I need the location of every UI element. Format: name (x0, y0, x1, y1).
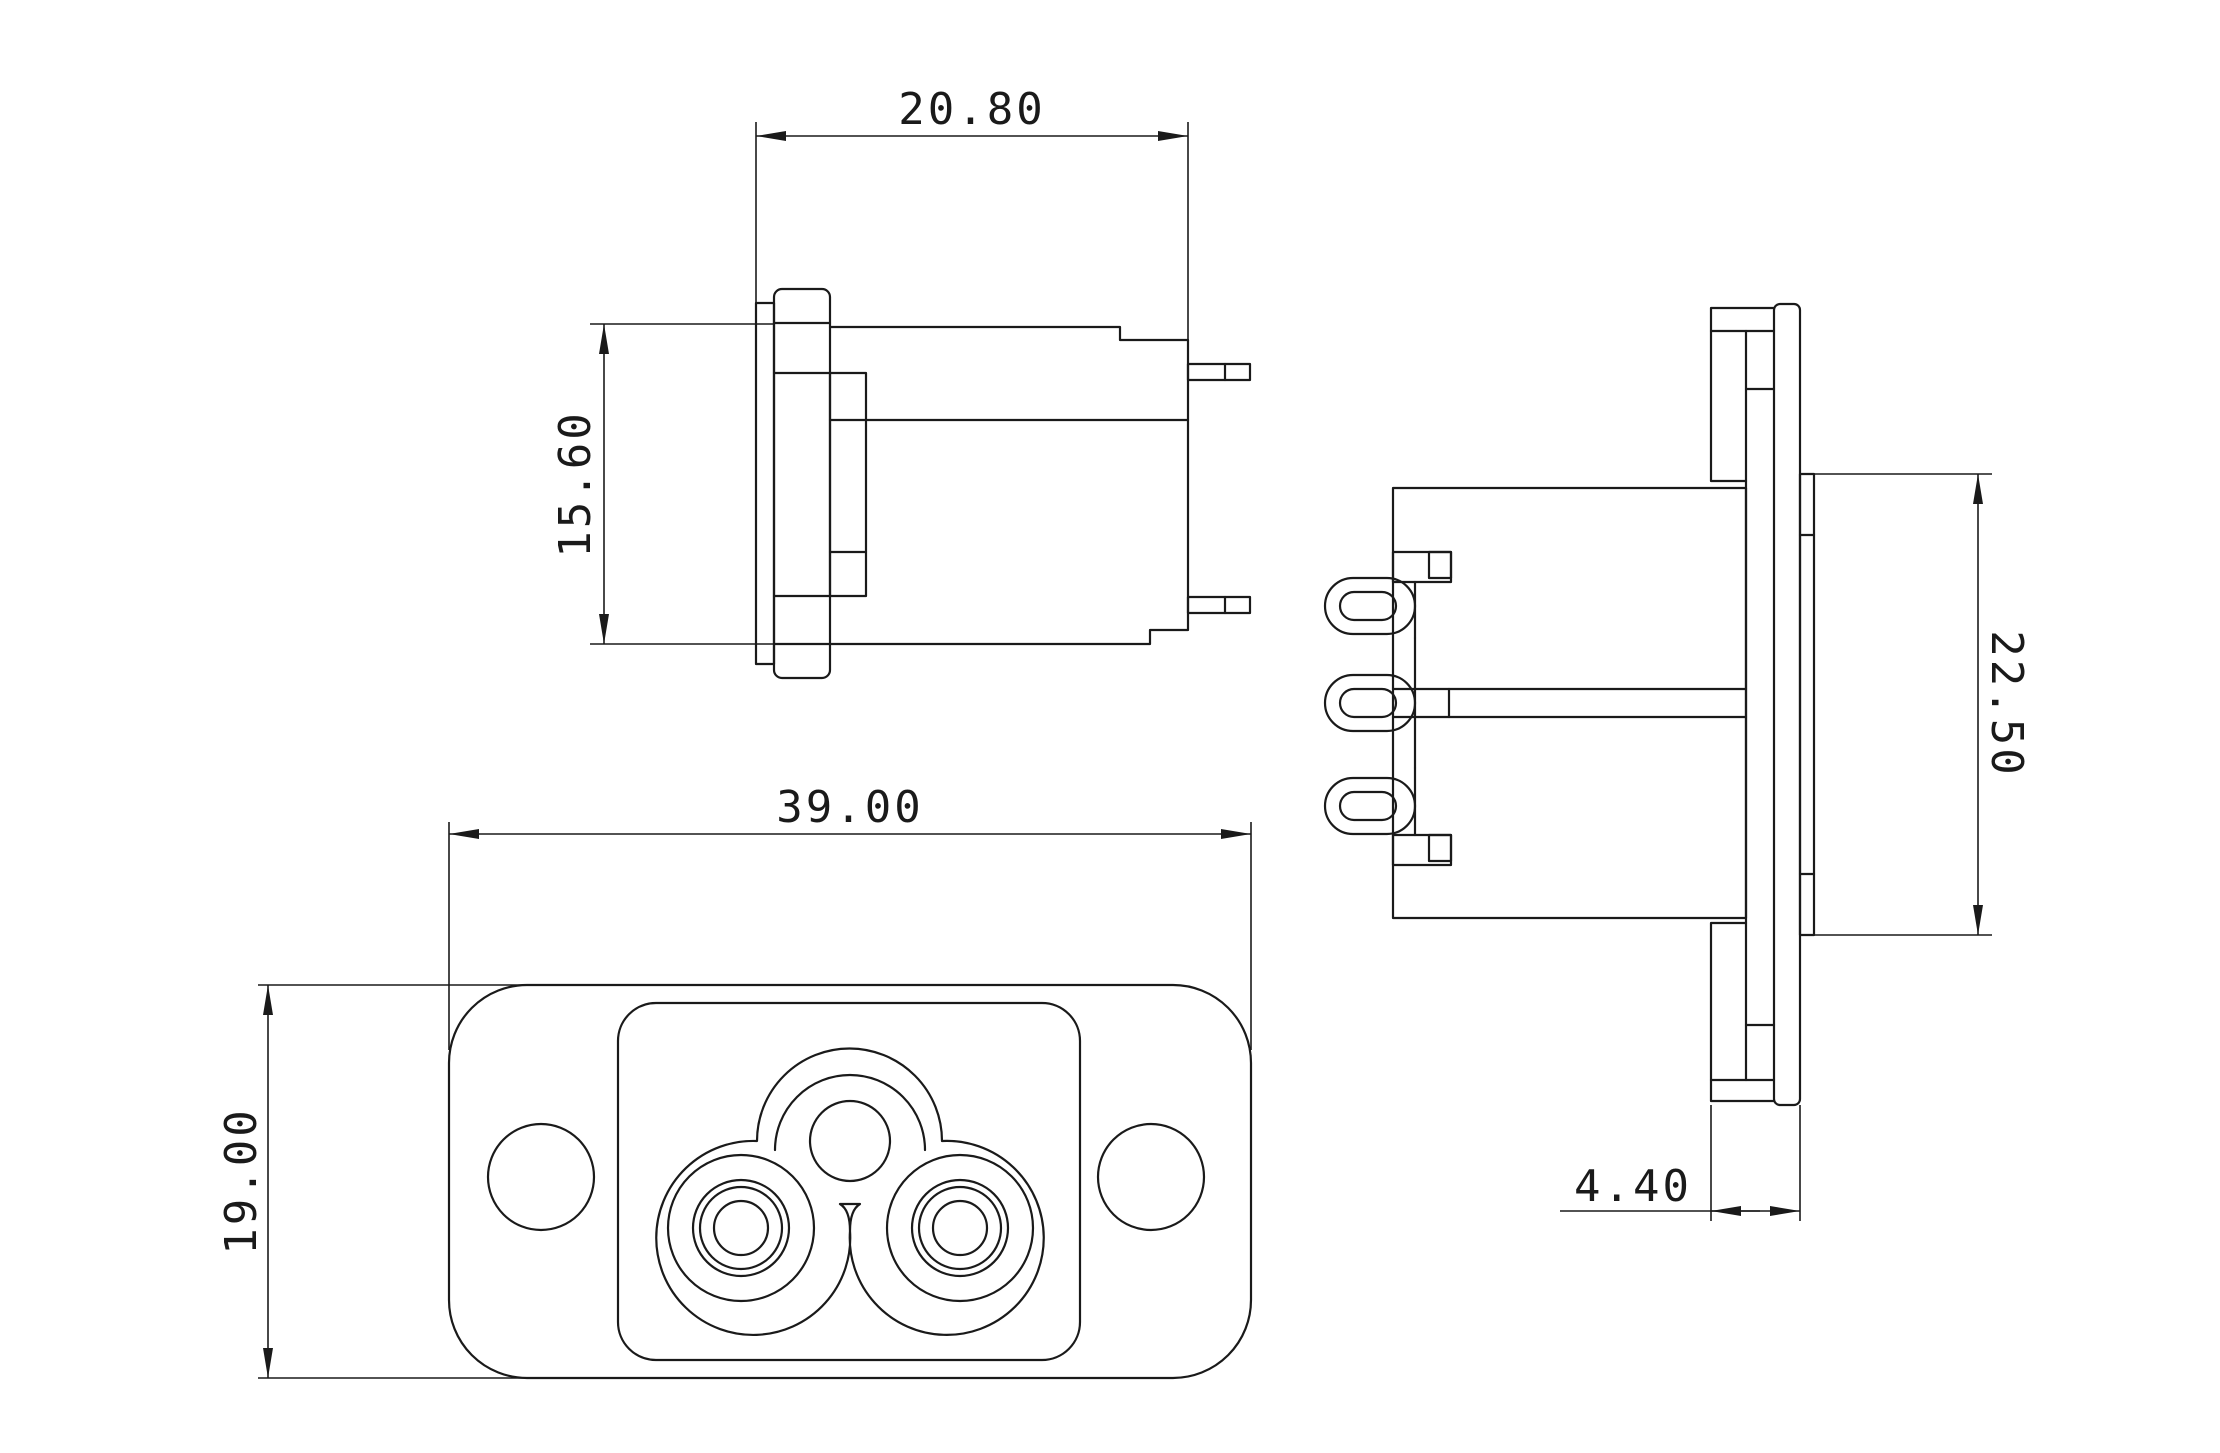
clover-socket-outline (655, 1047, 1045, 1336)
front-view (447, 983, 1253, 1380)
left-pin-ring-outer (666, 1153, 816, 1303)
mounting-hole-left (486, 1122, 596, 1232)
earth-pin-hole (808, 1099, 892, 1183)
left-pin-hole (712, 1199, 770, 1257)
top-view-flange (772, 287, 832, 680)
dim-4-40: 4.40 (1560, 1105, 1801, 1221)
mounting-hole-right (1096, 1122, 1206, 1232)
front-view-plate (447, 983, 1253, 1380)
dim-19-00: 19.00 (216, 984, 527, 1379)
side-view-flange (1772, 302, 1802, 1107)
top-view-pin-lower (1186, 595, 1252, 615)
front-view-recess (616, 1001, 1082, 1362)
top-view-pin-upper (1186, 362, 1252, 382)
side-view-body (1391, 486, 1748, 920)
dim-label-22-50: 22.50 (1981, 630, 2032, 777)
right-pin-hole (931, 1199, 989, 1257)
solder-lug-top (1323, 576, 1417, 640)
right-pin-ring-outer (885, 1153, 1035, 1303)
dim-22-50: 22.50 (1814, 473, 2032, 936)
side-view-boss (1798, 472, 1816, 937)
dim-label-39-00: 39.00 (776, 782, 923, 833)
side-view (1323, 302, 1816, 1107)
dim-15-60: 15.60 (550, 323, 774, 645)
solder-lug-middle (1323, 673, 1417, 733)
dim-label-15-60: 15.60 (550, 410, 601, 557)
top-view-flange-lip (754, 301, 776, 666)
dim-label-19-00: 19.00 (216, 1107, 267, 1254)
dim-39-00: 39.00 (448, 782, 1252, 1050)
top-view-step (828, 371, 868, 598)
top-view (754, 287, 1252, 680)
dim-20-80: 20.80 (755, 84, 1189, 340)
dim-label-4-40: 4.40 (1574, 1161, 1692, 1212)
dim-label-20-80: 20.80 (898, 84, 1045, 135)
solder-lug-bottom (1323, 766, 1417, 837)
top-view-body (828, 325, 1190, 646)
